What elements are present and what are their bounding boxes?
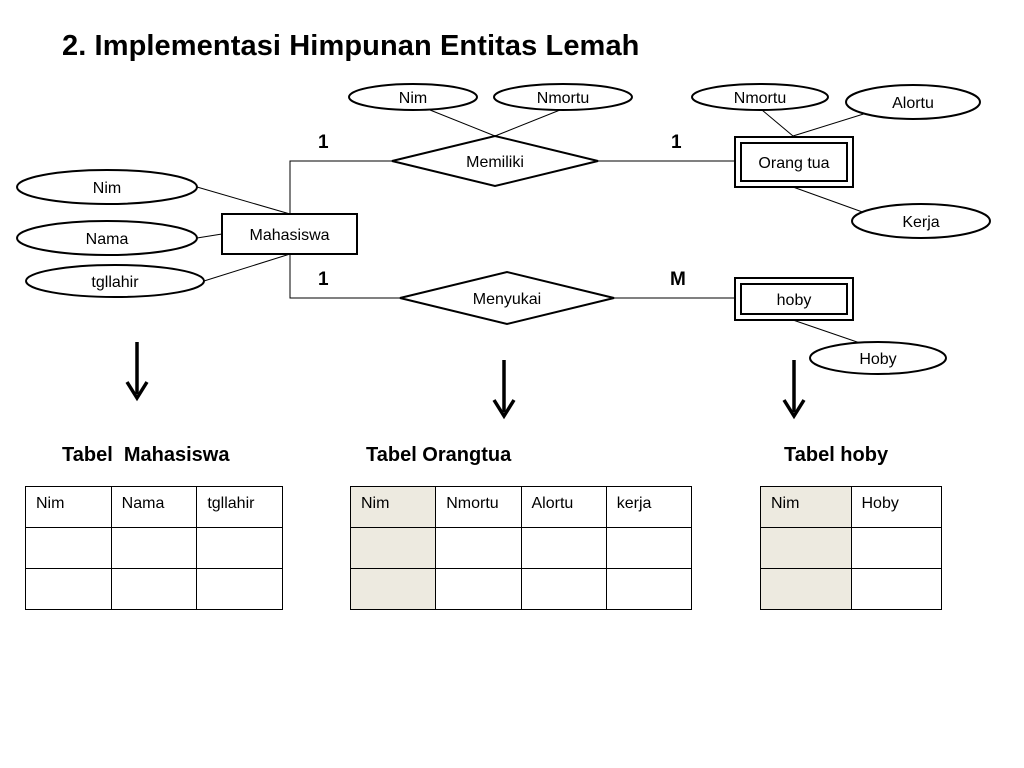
table-cell bbox=[850, 568, 942, 610]
attr-rel-nmortu-shape bbox=[493, 83, 633, 111]
table-cell bbox=[25, 527, 112, 569]
attr-mhs-tgllahir-shape bbox=[25, 264, 205, 298]
entity-mahasiswa: Mahasiswa bbox=[249, 227, 329, 244]
link-mahasiswa-menyukai bbox=[289, 254, 400, 299]
attr-ortu-alortu: Alortu bbox=[892, 95, 934, 112]
attr-rel-nim-shape bbox=[348, 83, 478, 111]
table-cell bbox=[196, 527, 283, 569]
er-diagram: Mahasiswa Orang tua hoby Memiliki Menyuk… bbox=[16, 83, 991, 420]
cardinality-memiliki-left: 1 bbox=[318, 132, 329, 153]
relationship-menyukai-shape bbox=[399, 270, 615, 326]
table-row: Nim Nama tgllahir bbox=[25, 486, 283, 528]
attr-hoby-hoby-shape bbox=[809, 341, 947, 375]
table-cell bbox=[110, 568, 198, 610]
entity-hoby: hoby bbox=[777, 292, 812, 309]
entity-orangtua-inner bbox=[740, 142, 848, 182]
table-row bbox=[349, 568, 693, 610]
attr-mhs-nim: Nim bbox=[93, 180, 121, 197]
link-rel-nim bbox=[429, 109, 496, 137]
table-row: Nim Nmortu Alortu kerja bbox=[349, 486, 693, 528]
table-cell bbox=[25, 568, 112, 610]
table-cell bbox=[520, 568, 607, 610]
link-ortu-kerja bbox=[792, 186, 869, 215]
table-cell bbox=[435, 568, 522, 610]
relationship-menyukai: Menyukai bbox=[473, 291, 541, 308]
attr-ortu-nmortu: Nmortu bbox=[734, 90, 786, 107]
relationship-memiliki-shape bbox=[391, 134, 599, 188]
link-ortu-alortu bbox=[792, 111, 871, 137]
link-rel-nmortu bbox=[494, 109, 561, 137]
table-row: Nim Hoby bbox=[760, 486, 942, 528]
table-row bbox=[760, 527, 942, 569]
table-cell bbox=[605, 527, 693, 569]
table-header-cell: Nama bbox=[110, 486, 198, 528]
link-mahasiswa-memiliki bbox=[289, 160, 392, 214]
table-hoby: Nim Hoby bbox=[760, 486, 942, 610]
attr-ortu-kerja-shape bbox=[851, 203, 991, 239]
link-hoby-hoby bbox=[792, 319, 861, 344]
table-header-cell: Nim bbox=[25, 486, 112, 528]
table-orangtua-title: Tabel Orangtua bbox=[366, 444, 512, 466]
page-title: 2. Implementasi Himpunan Entitas Lemah bbox=[62, 30, 640, 62]
table-mahasiswa: Nim Nama tgllahir bbox=[25, 486, 283, 610]
attr-rel-nim: Nim bbox=[399, 90, 427, 107]
table-cell bbox=[520, 527, 607, 569]
attr-hoby-hoby: Hoby bbox=[859, 351, 896, 368]
table-header-cell: Alortu bbox=[520, 486, 607, 528]
table-cell bbox=[760, 527, 852, 569]
entity-hoby-inner bbox=[740, 283, 848, 315]
arrow-down-icon-2 bbox=[492, 360, 516, 420]
attr-mhs-nama: Nama bbox=[86, 231, 129, 248]
table-header-cell: Hoby bbox=[850, 486, 942, 528]
attr-mhs-nama-shape bbox=[16, 220, 198, 256]
table-row bbox=[760, 568, 942, 610]
cardinality-menyukai-left: 1 bbox=[318, 269, 329, 290]
table-header-cell: kerja bbox=[605, 486, 693, 528]
table-cell bbox=[850, 527, 942, 569]
cardinality-memiliki-right: 1 bbox=[671, 132, 682, 153]
table-hoby-title: Tabel hoby bbox=[784, 444, 889, 466]
attr-ortu-alortu-shape bbox=[845, 84, 981, 120]
attr-mhs-nim-shape bbox=[16, 169, 198, 205]
link-mhs-tgllahir bbox=[203, 253, 291, 282]
attr-rel-nmortu: Nmortu bbox=[537, 90, 589, 107]
attr-ortu-kerja: Kerja bbox=[902, 214, 939, 231]
table-cell bbox=[196, 568, 283, 610]
relationship-memiliki: Memiliki bbox=[466, 154, 524, 171]
table-row bbox=[25, 527, 283, 569]
table-cell bbox=[349, 527, 437, 569]
table-header-cell: Nmortu bbox=[435, 486, 522, 528]
table-cell bbox=[760, 568, 852, 610]
table-cell bbox=[605, 568, 693, 610]
attr-mhs-tgllahir: tgllahir bbox=[91, 274, 139, 291]
attr-ortu-nmortu-shape bbox=[691, 83, 829, 111]
table-cell bbox=[435, 527, 522, 569]
table-row bbox=[25, 568, 283, 610]
link-mhs-nama bbox=[196, 233, 223, 239]
table-header-cell: Nim bbox=[760, 486, 852, 528]
arrow-down-icon-3 bbox=[782, 360, 806, 420]
table-cell bbox=[110, 527, 198, 569]
table-header-cell: Nim bbox=[349, 486, 437, 528]
table-row bbox=[349, 527, 693, 569]
table-mahasiswa-title: Tabel Mahasiswa bbox=[62, 444, 230, 466]
table-orangtua: Nim Nmortu Alortu kerja bbox=[349, 486, 693, 610]
link-mhs-nim bbox=[196, 186, 291, 215]
entity-mahasiswa-box bbox=[221, 213, 358, 255]
entity-orangtua: Orang tua bbox=[758, 155, 829, 172]
table-header-cell: tgllahir bbox=[196, 486, 283, 528]
arrow-down-icon-1 bbox=[125, 342, 149, 402]
link-ortu-nmortu bbox=[761, 109, 794, 137]
cardinality-menyukai-right: M bbox=[670, 269, 686, 290]
table-cell bbox=[349, 568, 437, 610]
